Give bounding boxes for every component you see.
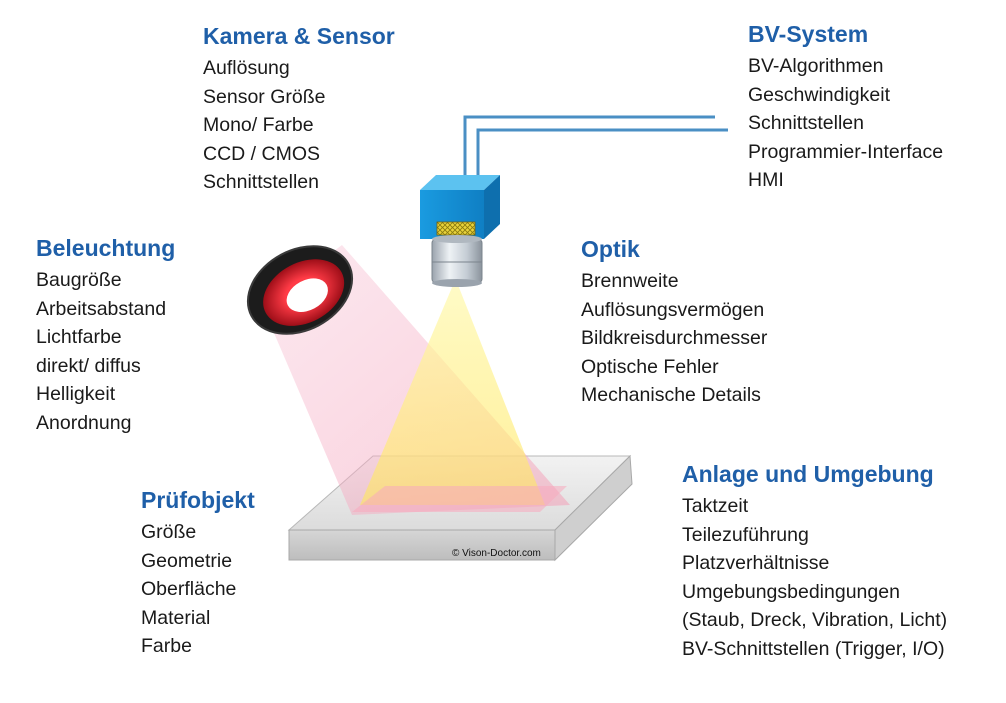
section-bv-system: BV-System BV-Algorithmen Geschwindigkeit… [748,20,943,195]
section-anlage-umgebung: Anlage und Umgebung Taktzeit Teilezuführ… [682,460,947,664]
section-title: Anlage und Umgebung [682,461,934,487]
list-item: Mechanische Details [581,384,761,407]
copyright-label: © Vison-Doctor.com [452,548,541,559]
list-item: Sensor Größe [203,85,326,108]
list-item: BV-Algorithmen [748,55,884,77]
illuminated-area [352,486,567,512]
list-item: BV-Schnittstellen (Trigger, I/O) [682,637,945,660]
camera-view-cone [360,285,545,505]
list-item: Anordnung [36,411,132,434]
camera-icon [420,175,500,239]
list-item: Bildkreisdurchmesser [581,327,768,350]
list-item: (Staub, Dreck, Vibration, Licht) [682,609,948,632]
list-item: Geometrie [141,549,233,572]
list-item: HMI [748,169,784,192]
list-item: Arbeitsabstand [36,297,167,320]
list-item: Geschwindigkeit [748,83,890,106]
list-item: Umgebungsbedingungen [682,580,900,603]
section-pruefobjekt: Prüfobjekt Größe Geometrie Oberfläche Ma… [141,486,255,661]
list-item: Auflösungsvermögen [581,298,765,321]
list-item: direkt/ diffus [36,354,141,377]
list-item: CCD / CMOS [203,142,320,165]
list-item: Optische Fehler [581,355,719,378]
section-title: Optik [581,236,640,262]
list-item: Schnittstellen [748,112,864,135]
list-item: Teilezuführung [682,523,809,546]
ring-light-icon [246,245,354,335]
section-optik: Optik Brennweite Auflösungsvermögen Bild… [581,235,767,410]
list-item: Schnittstellen [203,171,319,194]
section-camera-sensor: Kamera & Sensor Auflösung Sensor Größe M… [203,22,395,197]
list-item: Baugröße [36,269,122,291]
section-title: Kamera & Sensor [203,23,395,49]
list-item: Größe [141,521,197,543]
list-item: Mono/ Farbe [203,114,314,137]
camera-cables [463,115,728,178]
list-item: Brennweite [581,270,679,292]
list-item: Oberfläche [141,578,237,601]
list-item: Taktzeit [682,495,749,517]
list-item: Programmier-Interface [748,140,944,163]
list-item: Lichtfarbe [36,326,122,349]
list-item: Auflösung [203,57,290,79]
section-beleuchtung: Beleuchtung Baugröße Arbeitsabstand Lich… [36,234,175,438]
section-title: BV-System [748,21,869,47]
list-item: Helligkeit [36,383,116,406]
section-title: Prüfobjekt [141,487,255,513]
lens-icon [431,235,483,287]
list-item: Platzverhältnisse [682,552,830,575]
section-title: Beleuchtung [36,235,176,261]
list-item: Farbe [141,635,192,658]
list-item: Material [141,606,211,629]
